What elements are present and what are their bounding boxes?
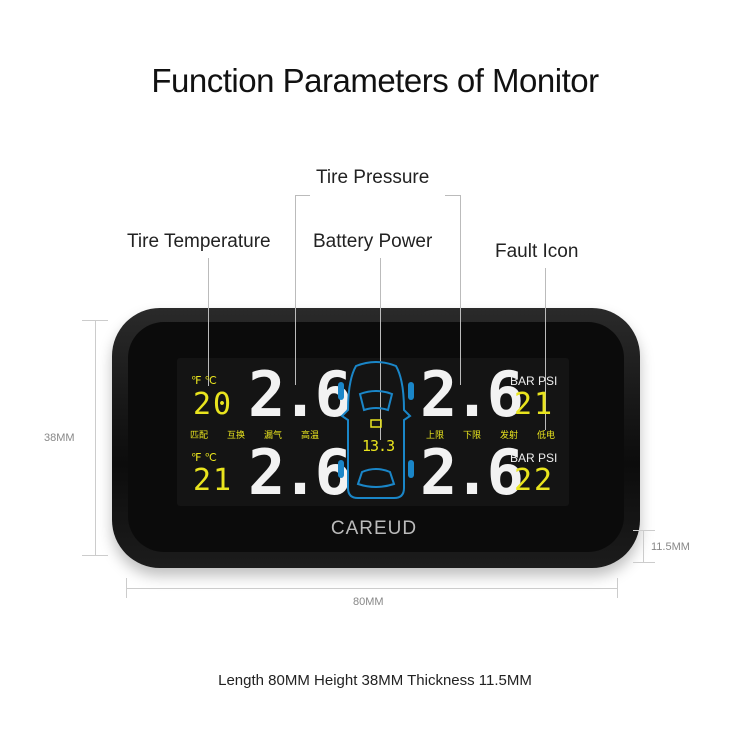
indicator-high-temp: 高温 — [301, 430, 320, 440]
temp-unit-label: ℉ ℃ — [191, 452, 217, 464]
front-right-temperature: 21 — [514, 387, 555, 422]
callout-battery-power: Battery Power — [313, 231, 433, 252]
indicator-swap: 互换 — [227, 430, 246, 440]
front-right-pressure: 2.6 — [420, 358, 524, 431]
pressure-unit-label: BAR PSI — [510, 451, 558, 465]
dimensions-caption: Length 80MM Height 38MM Thickness 11.5MM — [218, 672, 532, 689]
front-left-pressure: 2.6 — [248, 358, 352, 431]
length-dimension-line — [126, 588, 617, 589]
car-outline-icon — [338, 361, 414, 499]
indicator-lower-limit: 下限 — [463, 430, 482, 440]
rear-left-pressure: 2.6 — [248, 436, 352, 509]
temp-unit-label: ℉ ℃ — [191, 375, 217, 387]
callout-line — [460, 195, 461, 385]
pressure-unit-label: BAR PSI — [510, 374, 558, 388]
indicator-leak: 漏气 — [264, 430, 283, 440]
battery-voltage: 13.3 — [362, 437, 395, 455]
indicator-upper-limit: 上限 — [426, 430, 445, 440]
dimension-tick — [617, 578, 618, 598]
thickness-dimension-label: 11.5MM — [651, 541, 690, 553]
front-left-temperature: 20 — [193, 387, 234, 422]
rear-right-pressure: 2.6 — [420, 436, 524, 509]
callout-line — [380, 258, 381, 440]
rear-left-temperature: 21 — [193, 463, 234, 498]
callout-line — [445, 195, 460, 196]
callout-line — [208, 258, 209, 386]
callout-tire-pressure: Tire Pressure — [316, 167, 430, 188]
length-dimension-label: 80MM — [353, 596, 384, 608]
dimension-tick — [633, 562, 655, 563]
dimension-tick — [126, 578, 127, 598]
callout-line — [545, 268, 546, 430]
thickness-dimension-line — [643, 530, 644, 562]
rear-right-temperature: 22 — [514, 463, 555, 498]
lcd-screen — [177, 358, 569, 506]
dimension-tick — [633, 530, 655, 531]
indicator-low-battery: 低电 — [537, 430, 556, 440]
battery-icon — [370, 419, 382, 428]
height-dimension-label: 38MM — [44, 432, 75, 444]
height-dimension-line — [95, 320, 96, 555]
callout-fault-icon: Fault Icon — [495, 241, 579, 262]
indicator-transmit: 发射 — [500, 430, 519, 440]
dimension-tick — [82, 320, 108, 321]
dimension-tick — [82, 555, 108, 556]
page-title: Function Parameters of Monitor — [151, 62, 599, 99]
callout-tire-temperature: Tire Temperature — [127, 231, 271, 252]
callout-line — [295, 195, 310, 196]
brand-logo: CAREUD — [330, 518, 418, 539]
indicator-match: 匹配 — [190, 430, 209, 440]
callout-line — [295, 195, 296, 385]
